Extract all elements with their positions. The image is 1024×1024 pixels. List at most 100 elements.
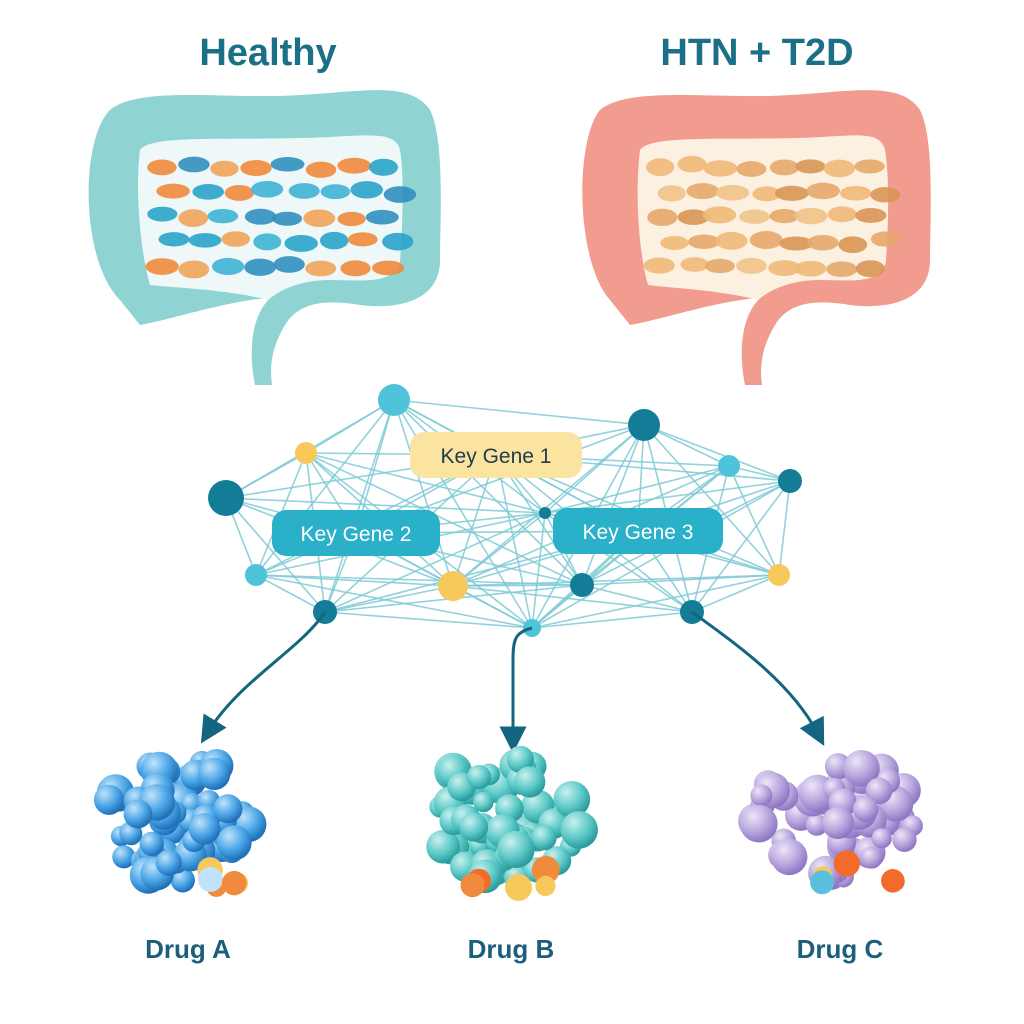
microbe-icon (806, 234, 839, 251)
network-node (208, 480, 244, 516)
key-gene-3-pill: Key Gene 3 (553, 508, 723, 554)
molecule-bead (497, 830, 535, 869)
microbe-icon (305, 161, 337, 178)
molecule-bead (139, 831, 164, 857)
network-edge (324, 611, 533, 629)
drug-b-label: Drug B (468, 934, 555, 964)
network-edge (531, 512, 546, 629)
network-edge (531, 611, 693, 629)
microbe-icon (156, 183, 190, 199)
microbe-icon (365, 209, 399, 225)
microbe-icon (752, 186, 781, 202)
microbe-icon (769, 159, 799, 176)
ligand-bead (833, 850, 860, 877)
molecule-bead (821, 806, 855, 840)
microbe-icon (319, 231, 349, 250)
microbe-icon (272, 211, 303, 226)
microbe-icon (660, 235, 689, 250)
drug-c-label: Drug C (797, 934, 884, 964)
network-edge (643, 424, 780, 576)
molecule-bead (553, 780, 591, 818)
ligand-bead (197, 866, 223, 892)
molecule-bead (771, 838, 808, 876)
network-edge (393, 399, 645, 426)
microbe-icon (703, 160, 738, 177)
microbe-icon (806, 182, 840, 200)
microbe-icon (680, 257, 709, 272)
microbe-icon (702, 206, 737, 224)
network-node (768, 564, 790, 586)
microbe-icon (870, 231, 900, 247)
molecule-bead (213, 794, 243, 824)
microbe-icon (736, 257, 767, 274)
microbe-icon (253, 233, 282, 251)
microbe-icon (350, 181, 384, 199)
microbe-icon (192, 184, 224, 200)
network-node (539, 507, 551, 519)
drug-c-molecule (738, 750, 923, 895)
molecule-bead (506, 745, 534, 773)
network-edge (255, 574, 454, 587)
healthy-title: Healthy (199, 32, 336, 74)
microbe-icon (320, 184, 351, 200)
microbe-icon (188, 233, 222, 248)
microbe-icon (839, 185, 872, 201)
microbe-icon (303, 209, 336, 227)
molecule-bead (865, 777, 893, 805)
microbe-icon (382, 232, 414, 251)
molecule-bead (188, 813, 221, 845)
microbe-icon (305, 260, 337, 277)
network-edge (452, 574, 780, 587)
network-edge (691, 574, 780, 613)
microbe-icon (211, 257, 245, 276)
microbe-icon (826, 261, 858, 278)
ligand-bead (221, 870, 247, 896)
molecule-bead (170, 868, 195, 893)
network-edge (452, 512, 546, 587)
molecule-bead (871, 828, 892, 849)
network-edge (305, 452, 546, 514)
molecule-bead (560, 811, 598, 849)
molecule-bead (466, 764, 492, 790)
microbe-icon (657, 185, 686, 202)
microbe-icon (855, 260, 885, 278)
molecule-bead (155, 849, 182, 876)
microbe-icon (768, 260, 801, 276)
microbe-icon (244, 258, 277, 276)
microbe-icon (158, 232, 190, 247)
network-edge (581, 584, 693, 613)
molecule-bead (843, 750, 880, 787)
ligand-bead (810, 870, 835, 895)
disease-colon-illustration (582, 90, 931, 385)
key-gene-1-label: Key Gene 1 (441, 445, 552, 468)
gene-network: Key Gene 1 Key Gene 2 Key Gene 3 (208, 384, 802, 637)
microbe-icon (383, 186, 417, 203)
microbe-icon (147, 206, 178, 222)
molecule-bead (459, 812, 489, 842)
ligand-bead (881, 869, 905, 893)
microbe-icon (715, 185, 750, 201)
ligand-bead (531, 855, 560, 884)
ligand-bead (505, 873, 533, 901)
microbe-icon (347, 232, 378, 247)
network-edge (495, 454, 533, 629)
microbe-icon (677, 209, 710, 225)
network-edge (544, 465, 730, 514)
network-edge (452, 424, 645, 587)
network-edge (581, 574, 780, 586)
network-edge (531, 574, 780, 629)
drug-a-molecule (93, 749, 267, 897)
microbe-icon (686, 183, 719, 200)
microbe-icon (178, 156, 210, 173)
microbe-icon (854, 159, 885, 174)
network-edge (225, 497, 546, 514)
microbe-icon (749, 231, 783, 249)
ligand-bead (460, 873, 485, 898)
microbe-icon (855, 208, 887, 223)
network-edge (778, 480, 791, 576)
molecule-bead (112, 845, 136, 869)
microbe-icon (643, 257, 675, 274)
ligand-bead (535, 875, 556, 896)
molecule-bead (473, 791, 494, 813)
